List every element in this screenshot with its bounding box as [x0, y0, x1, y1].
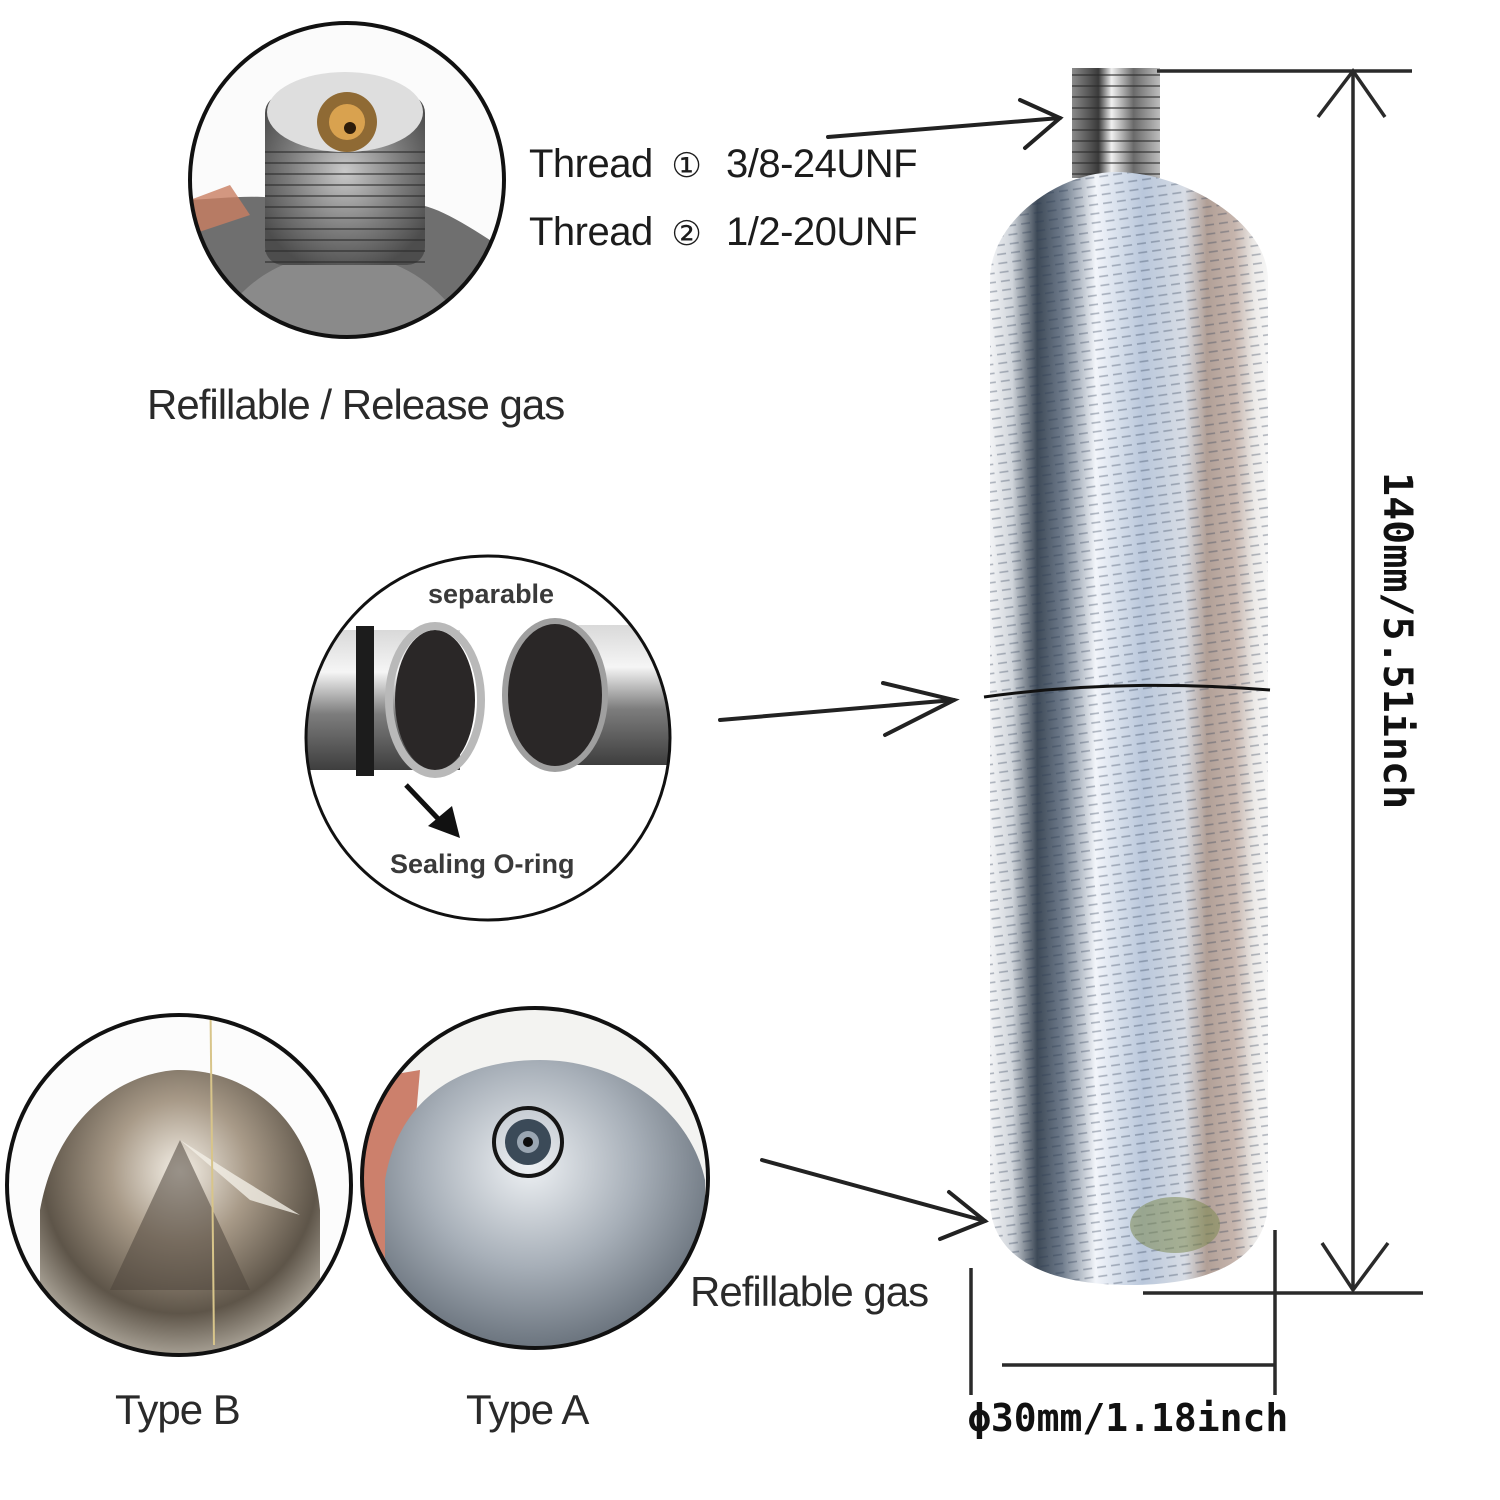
- length-dimension-lines: [1143, 68, 1423, 1295]
- thread-2-label: Thread: [529, 210, 653, 254]
- thread-arrow: [826, 98, 1064, 150]
- diameter-dimension-label: ϕ30mm/1.18inch: [968, 1396, 1289, 1440]
- thread-2-marker: ②: [671, 214, 702, 254]
- thread-1-marker: ①: [671, 146, 702, 186]
- valve-detail-circle: [188, 21, 506, 339]
- seam-arrow: [718, 681, 960, 737]
- type-a-caption: Type A: [466, 1386, 589, 1433]
- diameter-dimension-lines: [969, 1230, 1277, 1395]
- thread-2-spec: Thread ② 1/2-20UNF: [529, 210, 918, 255]
- type-b-circle: [5, 1013, 353, 1357]
- gas-cylinder: [983, 68, 1271, 1285]
- refillable-gas-callout: Refillable gas: [690, 1268, 929, 1315]
- thread-1-value: 3/8-24UNF: [725, 142, 918, 186]
- separable-label: separable: [428, 579, 555, 609]
- thread-2-value: 1/2-20UNF: [725, 210, 918, 254]
- length-dimension-label: 140mm/5.51inch: [1374, 472, 1420, 810]
- seam-detail-circle: [304, 554, 672, 922]
- o-ring-label: Sealing O-ring: [390, 849, 575, 879]
- type-b-caption: Type B: [115, 1386, 241, 1433]
- valve-caption: Refillable / Release gas: [147, 381, 565, 428]
- thread-1-spec: Thread ① 3/8-24UNF: [529, 142, 918, 187]
- bottom-arrow: [760, 1158, 989, 1241]
- type-a-circle: [360, 1006, 710, 1350]
- thread-1-label: Thread: [529, 142, 653, 186]
